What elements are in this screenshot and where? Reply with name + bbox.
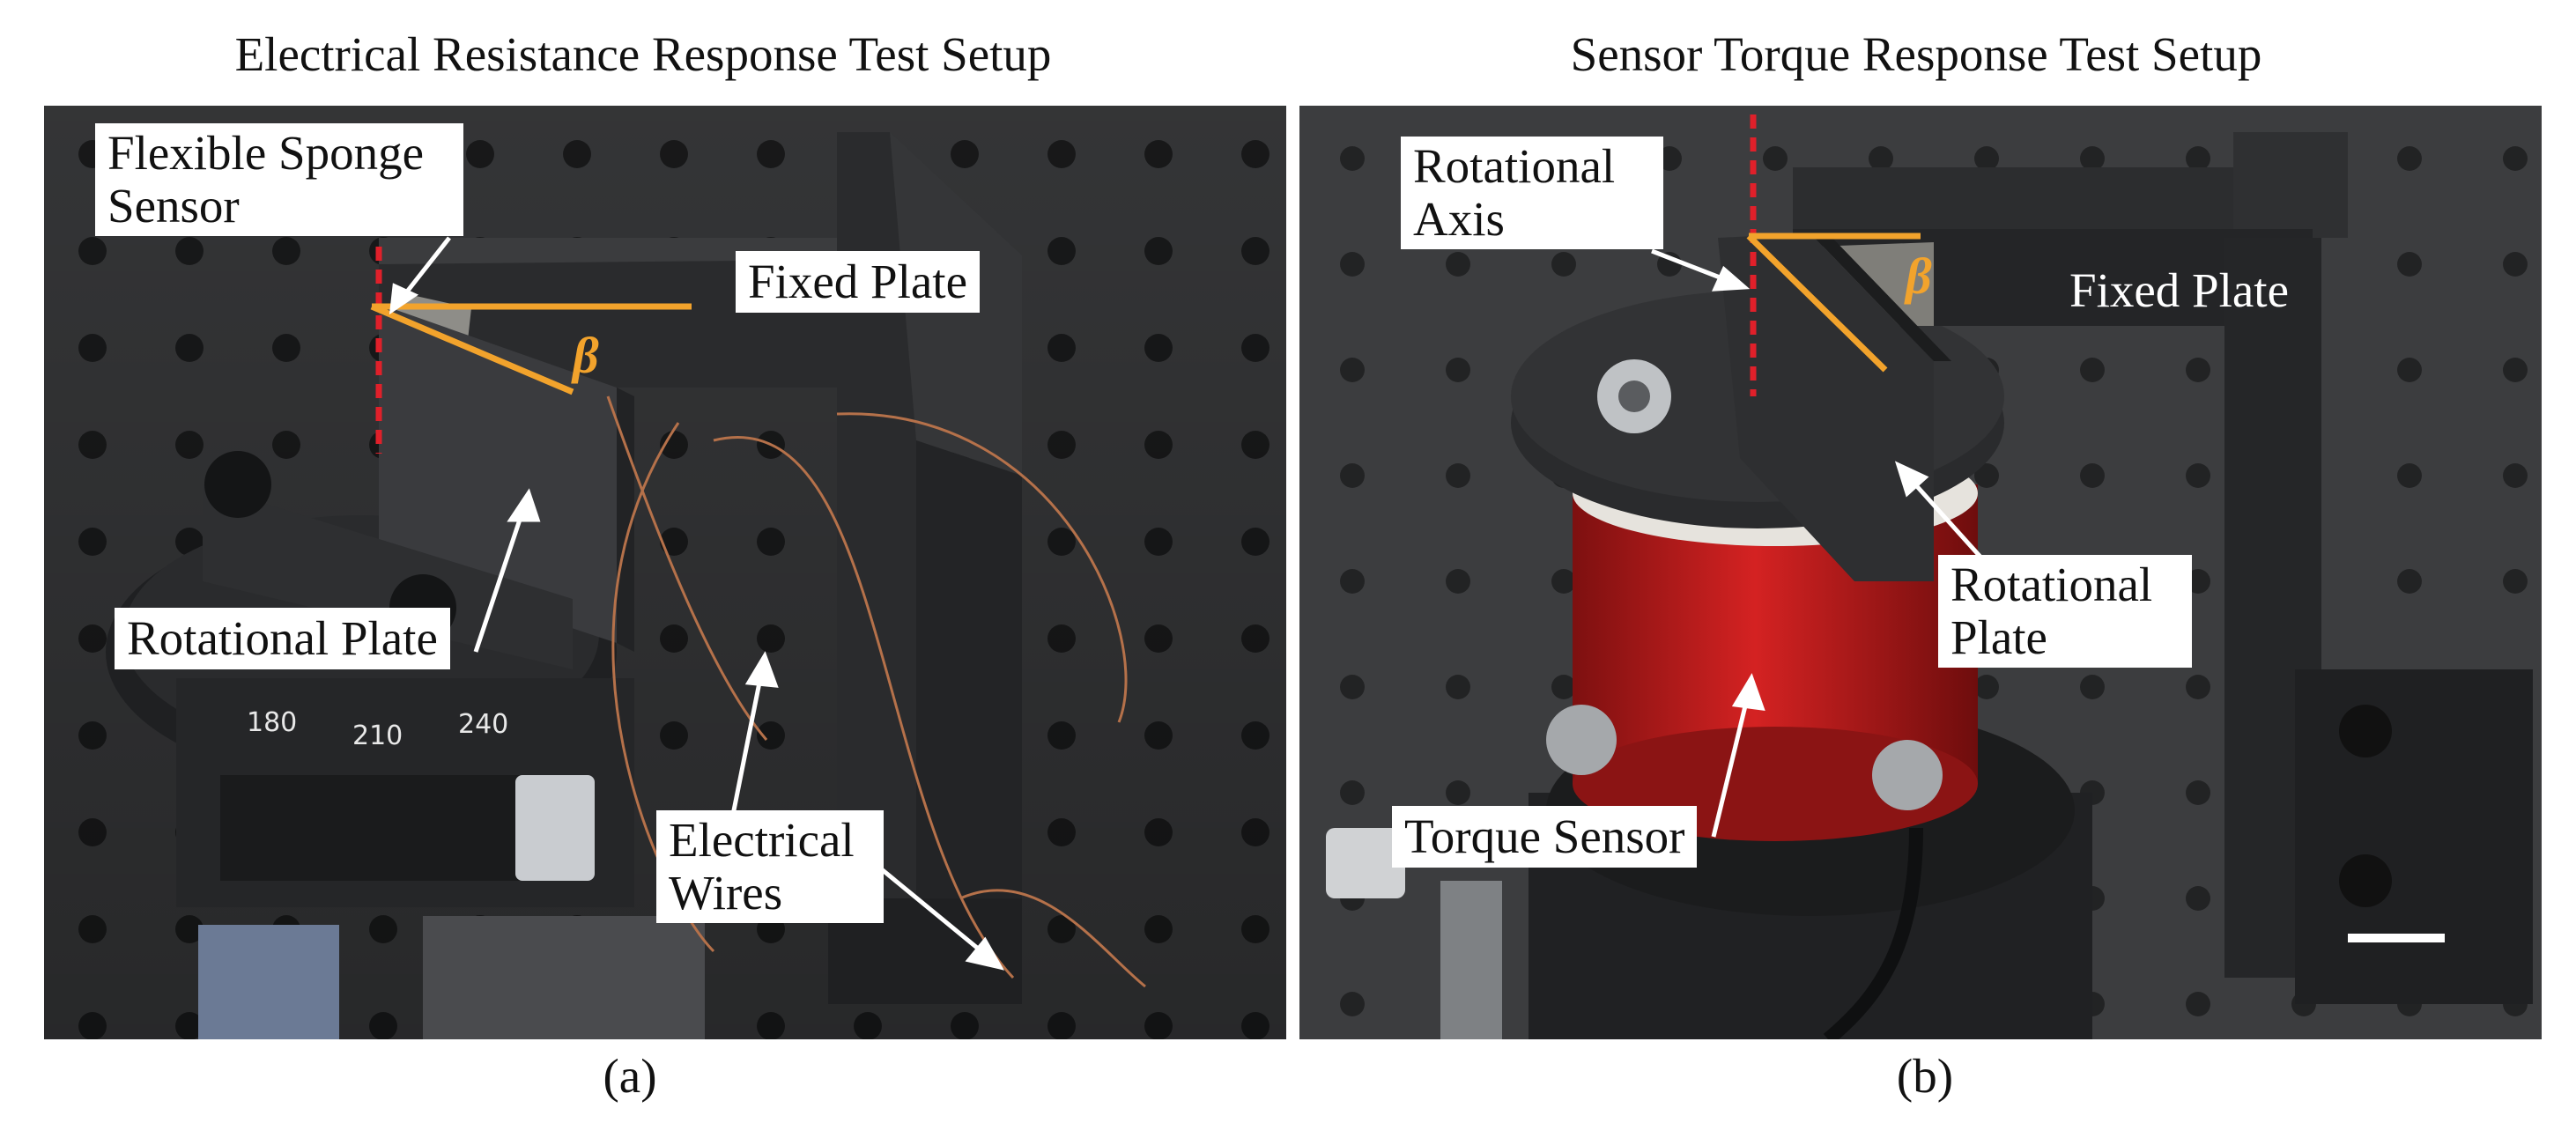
sensor-cable: [1823, 827, 1923, 1039]
panel-a-photo: 180 210 240 Flexible Sponge: [44, 106, 1286, 1039]
shaft-coupling: [515, 775, 595, 881]
label-electrical-wires: Electrical Wires: [656, 810, 884, 923]
panel-b-photo: Rotational Axis Fixed Plate Rotational P…: [1299, 106, 2542, 1039]
angle-beta-b: β: [1906, 248, 1932, 305]
annotation-arrows: [1651, 248, 1988, 838]
label-rotational-plate: Rotational Plate: [115, 608, 450, 669]
panel-a-caption: (a): [603, 1049, 657, 1103]
label-rotational-axis: Rotational Axis: [1401, 137, 1663, 249]
label-sponge-sensor: Flexible Sponge Sensor: [95, 123, 463, 236]
angle-line-rotational: [1746, 233, 1888, 373]
label-rotational-plate: Rotational Plate: [1938, 555, 2192, 668]
bracket-column: [837, 132, 916, 969]
angle-beta-a: β: [573, 327, 599, 384]
dial-number: 240: [458, 709, 508, 740]
label-fixed-plate: Fixed Plate: [2069, 263, 2290, 317]
dial-number: 210: [352, 720, 403, 751]
dial-number: 180: [247, 707, 297, 738]
fixed-plate: [1793, 167, 2313, 238]
panel-a-title: Electrical Resistance Response Test Setu…: [234, 27, 1052, 81]
label-fixed-plate: Fixed Plate: [736, 251, 981, 313]
panel-b-title: Sensor Torque Response Test Setup: [1570, 27, 2262, 81]
panel-b-scene: [1299, 106, 2542, 1039]
panel-b-caption: (b): [1896, 1049, 1954, 1103]
stepper-motor: [423, 916, 705, 1039]
angle-line-rotational: [370, 303, 574, 395]
panel-a-scene: 180 210 240: [44, 106, 1286, 1039]
annotation-arrows: [389, 236, 1004, 971]
rotational-plate: [1718, 233, 1934, 581]
scale-bar: [2348, 934, 2445, 942]
label-torque-sensor: Torque Sensor: [1392, 806, 1698, 868]
